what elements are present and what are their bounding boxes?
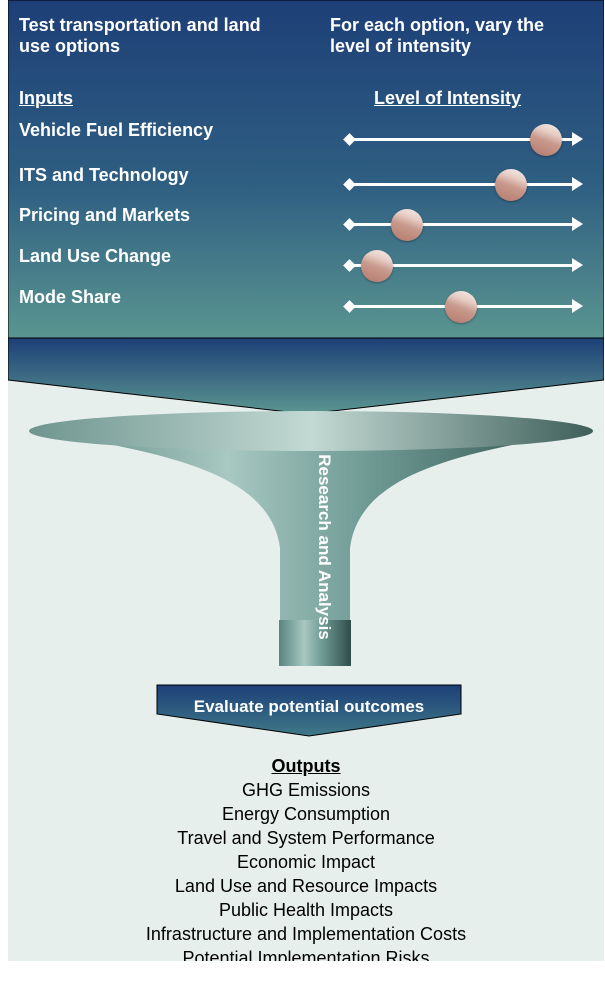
slider-knob[interactable] bbox=[361, 250, 394, 282]
header-left-text: Test transportation and land use options bbox=[19, 15, 319, 57]
slider-track[interactable] bbox=[349, 264, 574, 267]
input-label: ITS and Technology bbox=[19, 165, 189, 185]
header-right-text: For each option, vary the level of inten… bbox=[330, 15, 600, 57]
slider-end-arrow-icon bbox=[572, 299, 583, 313]
funnel bbox=[30, 430, 593, 630]
output-item: GHG Emissions bbox=[241, 780, 371, 800]
header-right-line-2: level of intensity bbox=[330, 36, 472, 56]
output-item: Travel and System Performance bbox=[177, 828, 435, 848]
output-item: Land Use and Resource Impacts bbox=[174, 876, 438, 896]
input-label: Pricing and Markets bbox=[19, 205, 191, 225]
input-label: Mode Share bbox=[19, 287, 122, 307]
arrow-band bbox=[8, 337, 604, 415]
output-item: Economic Impact bbox=[236, 852, 376, 872]
slider-knob[interactable] bbox=[391, 209, 424, 241]
slider-end-arrow-icon bbox=[572, 177, 583, 191]
header-left-line-2: use options bbox=[19, 36, 121, 56]
slider-track[interactable] bbox=[349, 183, 574, 186]
slider-knob[interactable] bbox=[529, 124, 562, 156]
slider-knob[interactable] bbox=[495, 169, 528, 201]
evaluate-box bbox=[156, 684, 462, 737]
funnel-spout bbox=[279, 620, 351, 666]
input-label: Land Use Change bbox=[19, 246, 172, 266]
funnel-rim bbox=[29, 411, 593, 451]
output-item: Public Health Impacts bbox=[218, 900, 394, 920]
slider-end-arrow-icon bbox=[572, 217, 583, 231]
header-right-line-1: For each option, vary the bbox=[330, 15, 545, 35]
outputs-heading: Outputs bbox=[271, 756, 341, 776]
diagram-page: Test transportation and land use options… bbox=[8, 0, 604, 961]
slider-knob[interactable] bbox=[444, 291, 477, 323]
research-text: Research and Analysis bbox=[315, 453, 334, 640]
slider-end-arrow-icon bbox=[572, 132, 583, 146]
evaluate-label: Evaluate potential outcomes bbox=[193, 697, 425, 716]
output-item: Energy Consumption bbox=[221, 804, 391, 824]
input-label: Vehicle Fuel Efficiency bbox=[19, 120, 214, 140]
slider-track[interactable] bbox=[349, 138, 574, 141]
research-label: Research and Analysis bbox=[311, 434, 337, 659]
slider-track[interactable] bbox=[349, 223, 574, 226]
slider-end-arrow-icon bbox=[572, 258, 583, 272]
intensity-heading: Level of Intensity bbox=[374, 88, 522, 108]
output-item: Potential Implementation Risks bbox=[182, 948, 430, 961]
output-item: Infrastructure and Implementation Costs bbox=[145, 924, 467, 944]
inputs-heading: Inputs bbox=[19, 88, 73, 108]
header-left-line-1: Test transportation and land bbox=[19, 15, 261, 35]
